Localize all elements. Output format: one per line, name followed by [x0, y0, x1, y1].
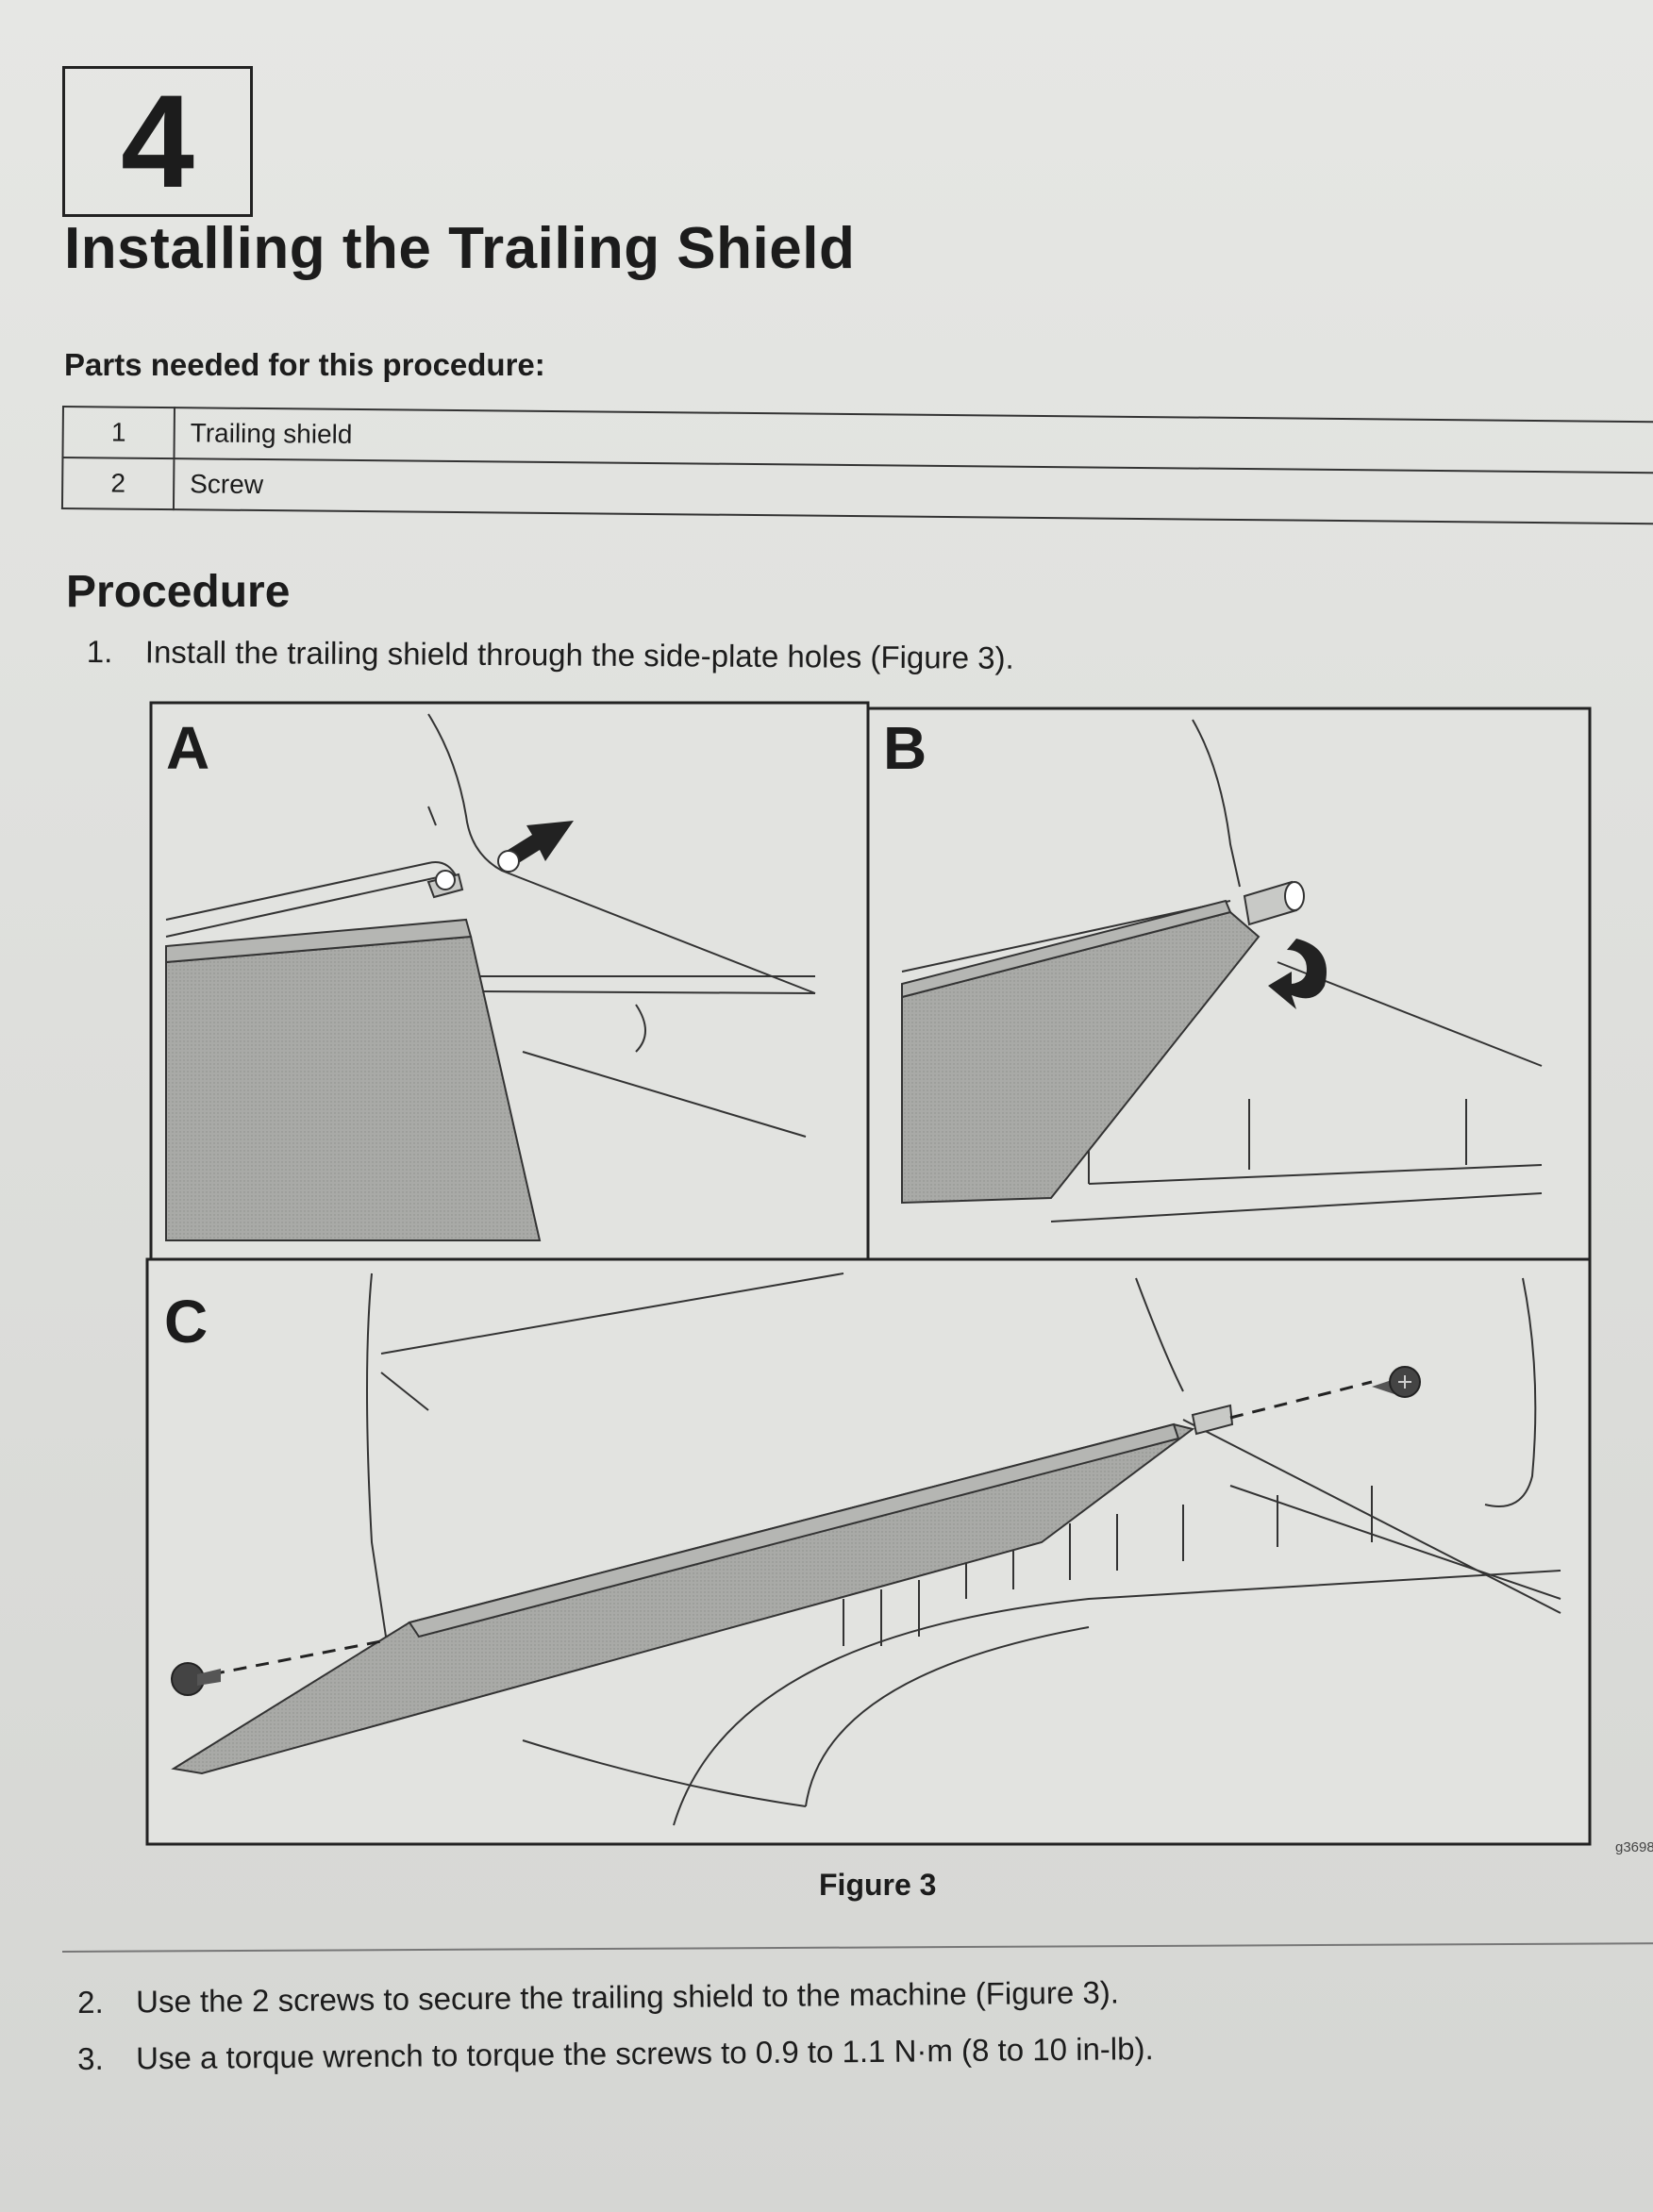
- hinge-pin-icon: [1284, 881, 1305, 911]
- hinge-pin-icon: [435, 870, 456, 890]
- panel-label-a: A: [166, 714, 209, 782]
- rotate-arrow-icon: [1268, 939, 1327, 1009]
- panel-c-drawing: [366, 1272, 1561, 1826]
- parts-heading: Parts needed for this procedure:: [64, 347, 545, 382]
- part-qty: 2: [61, 457, 175, 510]
- procedure-step: 2. Use the 2 screws to secure the trailin…: [77, 1974, 1119, 2021]
- panel-label-c: C: [164, 1288, 208, 1355]
- figure-3-illustration: A B C: [145, 693, 1594, 1854]
- screw-path-left: [210, 1639, 382, 1676]
- side-plate-hole-icon: [497, 850, 520, 873]
- panel-label-b: B: [883, 714, 927, 782]
- procedure-heading: Procedure: [66, 567, 291, 617]
- figure-caption: Figure 3: [819, 1868, 937, 1902]
- step-number: 4: [121, 67, 194, 215]
- part-qty: 1: [62, 407, 175, 459]
- procedure-step: 1. Install the trailing shield through th…: [87, 634, 1014, 676]
- screw-icon: [171, 1662, 221, 1696]
- step-text: Use a torque wrench to torque the screws…: [135, 2031, 1154, 2076]
- screw-path-right: [1229, 1380, 1373, 1420]
- step-index: 2.: [77, 1984, 104, 2020]
- parts-table: 1 Trailing shield 2 Screw: [61, 406, 1653, 524]
- step-text: Use the 2 screws to secure the trailing …: [135, 1974, 1120, 2020]
- panel-a-drawing: [165, 713, 816, 1138]
- arrow-right-icon: [502, 821, 574, 869]
- figure-code: g3698: [1615, 1839, 1653, 1855]
- screw-icon: [1372, 1366, 1421, 1398]
- step-index: 3.: [77, 2040, 104, 2076]
- step-text: Install the trailing shield through the …: [144, 634, 1014, 675]
- step-number-box: 4: [62, 66, 253, 217]
- step-index: 1.: [86, 634, 113, 670]
- page-title: Installing the Trailing Shield: [64, 216, 856, 281]
- figure-svg: A B C: [145, 701, 1592, 1846]
- divider: [62, 1942, 1653, 1953]
- procedure-step: 3. Use a torque wrench to torque the scre…: [77, 2031, 1154, 2077]
